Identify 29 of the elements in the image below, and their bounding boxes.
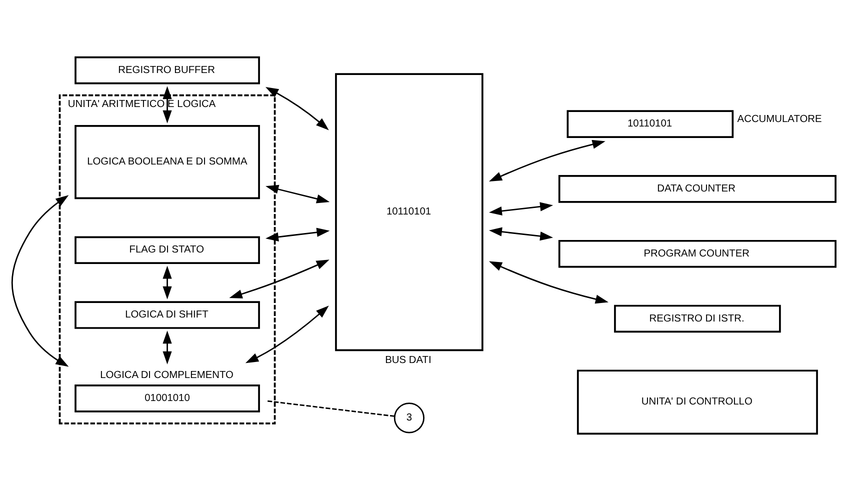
- node-label: ACCUMULATORE: [737, 114, 822, 125]
- arrow: [266, 227, 330, 241]
- arrow: [488, 260, 608, 304]
- arrow: [488, 202, 554, 216]
- node-box: PROGRAM COUNTER: [558, 239, 836, 268]
- connector: [268, 400, 394, 416]
- arrow: [11, 194, 69, 366]
- node-box: DATA COUNTER: [558, 174, 836, 202]
- arrow: [488, 139, 606, 182]
- arrow: [229, 259, 330, 298]
- arrow: [162, 86, 172, 123]
- arrow: [162, 265, 172, 299]
- node-box: LOGICA BOOLEANA E DI SOMMA: [74, 124, 260, 199]
- node-box: LOGICA DI SHIFT: [74, 300, 260, 328]
- arrow: [265, 86, 329, 130]
- node-box: 10110101: [335, 72, 484, 351]
- node-box: FLAG DI STATO: [74, 236, 260, 264]
- node-box: 01001010: [74, 384, 260, 412]
- node-box: REGISTRO BUFFER: [74, 56, 260, 84]
- arrow: [245, 305, 329, 363]
- node-circle: 3: [394, 402, 424, 433]
- arrow: [266, 184, 330, 203]
- node-label: BUS DATI: [385, 354, 432, 366]
- arrow: [488, 226, 554, 240]
- node-box: 10110101: [566, 110, 734, 138]
- node-box: UNITA' DI CONTROLLO: [576, 369, 818, 434]
- node-label: LOGICA DI COMPLEMENTO: [100, 369, 234, 380]
- node-box: REGISTRO DI ISTR.: [614, 304, 781, 332]
- arrow: [162, 330, 172, 364]
